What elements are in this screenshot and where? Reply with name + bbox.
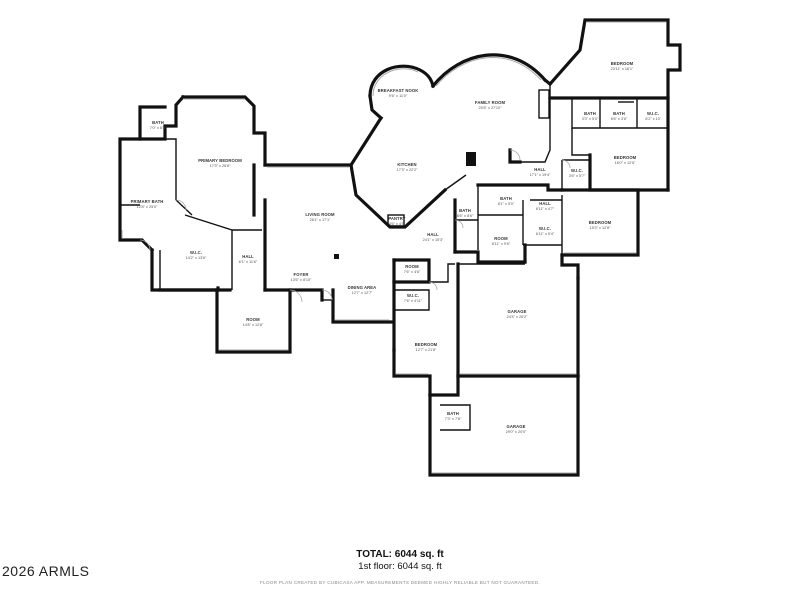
room-name-wic-east: W.I.C.: [571, 168, 583, 173]
room-name-bedroom-se: BEDROOM: [589, 220, 612, 225]
floor-area: 1st floor: 6044 sq. ft: [358, 561, 442, 572]
room-dims-hall-mid: 6'11" x 4'7": [536, 207, 555, 211]
room-name-wic-small: W.I.C.: [407, 293, 419, 298]
room-name-room-small: ROOM: [405, 264, 419, 269]
room-dims-hall-east: 17'1" x 19'4": [530, 173, 551, 177]
room-dims-room-mid: 8'11" x 9'6": [492, 242, 511, 246]
doors: [139, 149, 571, 303]
room-dims-pantry: 4'6" x 4'5": [389, 222, 406, 226]
room-name-wic-primary: W.I.C.: [190, 250, 202, 255]
room-dims-primary-bath: 12'8" x 25'0": [137, 205, 158, 209]
room-name-hall-east: HALL: [534, 167, 546, 172]
room-name-garage-2: GARAGE: [507, 424, 526, 429]
room-dims-hall-center: 24'1" x 15'3": [423, 238, 444, 242]
room-name-garage-1: GARAGE: [508, 309, 527, 314]
room-name-hall-center: HALL: [427, 232, 439, 237]
room-name-wic-ne: W.I.C.: [647, 111, 659, 116]
room-name-hall-mid: HALL: [539, 201, 551, 206]
room-dims-wic-small: 7'6" x 4'11": [404, 299, 423, 303]
room-dims-wic-mid: 6'11" x 5'4": [536, 232, 555, 236]
room-dims-garage-1: 24'4" x 26'2": [507, 315, 528, 319]
room-name-living-room: LIVING ROOM: [305, 212, 335, 217]
room-name-bedroom-ne: BEDROOM: [611, 61, 634, 66]
room-dims-bath-ne-2: 6'6" x 3'6": [611, 117, 628, 121]
disclaimer-text: FLOOR PLAN CREATED BY CUBICASA APP. MEAS…: [260, 580, 540, 585]
room-name-hall-west: HALL: [242, 254, 254, 259]
room-dims-kitchen: 17'3" x 22'2": [397, 168, 418, 172]
walls: [118, 18, 682, 477]
room-dims-wic-primary: 14'2" x 13'6": [186, 256, 207, 260]
room-dims-bedroom-ne: 23'11" x 16'1": [611, 67, 634, 71]
room-dims-dining-area: 12'7" x 12'7": [352, 291, 373, 295]
room-name-bath-ne-2: BATH: [613, 111, 625, 116]
room-dims-bedroom-se: 15'3" x 12'8": [590, 226, 611, 230]
room-name-primary-bedroom: PRIMARY BEDROOM: [198, 158, 242, 163]
room-name-wic-mid: W.I.C.: [539, 226, 551, 231]
room-name-primary-bath: PRIMARY BATH: [131, 199, 164, 204]
room-dims-hall-west: 6'1" x 11'6": [239, 260, 258, 264]
room-name-bath-garage: BATH: [447, 411, 459, 416]
room-name-bedroom-south: BEDROOM: [415, 342, 438, 347]
room-dims-breakfast-nook: 9'6" x 11'0": [389, 94, 408, 98]
room-dims-bedroom-south: 12'7" x 21'8": [416, 348, 437, 352]
room-dims-foyer: 13'6" x 8'10": [291, 278, 312, 282]
room-dims-primary-bedroom: 17'3" x 26'8": [210, 164, 231, 168]
room-name-pantry: PANTRY: [388, 216, 405, 221]
room-name-family-room: FAMILY ROOM: [475, 100, 506, 105]
room-dims-room-small: 7'6" x 4'6": [404, 270, 421, 274]
room-name-bath-mid-2: BATH: [459, 208, 471, 213]
room-dims-living-room: 26'1" x 17'1": [310, 218, 331, 222]
room-dims-bath-mid-1: 8'1" x 5'0": [498, 202, 515, 206]
room-dims-bath-primary-wc: 7'0" x 6'5": [150, 126, 167, 130]
room-dims-family-room: 25'8" x 27'10": [479, 106, 503, 110]
room-name-room-mid: ROOM: [494, 236, 508, 241]
room-name-room-sw: ROOM: [246, 317, 260, 322]
room-dims-bath-garage: 7'3" x 7'8": [445, 417, 462, 421]
room-dims-bath-ne-1: 3'3" x 5'0": [582, 117, 599, 121]
room-name-kitchen: KITCHEN: [397, 162, 416, 167]
room-dims-wic-ne: 6'2" x 10': [645, 117, 661, 121]
room-name-breakfast-nook: BREAKFAST NOOK: [378, 88, 419, 93]
windows: [121, 21, 666, 474]
room-dims-garage-2: 29'0" x 20'0": [506, 430, 527, 434]
room-dims-bath-mid-2: 8'6" x 8'6": [457, 214, 474, 218]
room-name-bedroom-east: BEDROOM: [614, 155, 637, 160]
room-name-foyer: FOYER: [294, 272, 309, 277]
total-area: TOTAL: 6044 sq. ft: [356, 549, 444, 560]
room-name-dining-area: DINING AREA: [348, 285, 377, 290]
room-labels: BREAKFAST NOOK 9'6" x 11'0" FAMILY ROOM …: [131, 61, 661, 434]
room-dims-wic-east: 3'6" x 5'7": [569, 174, 586, 178]
room-dims-bedroom-east: 16'0" x 12'5": [615, 161, 636, 165]
copyright-watermark: 2026 ARMLS: [2, 563, 90, 579]
room-name-bath-mid-1: BATH: [500, 196, 512, 201]
area-summary: TOTAL: 6044 sq. ft 1st floor: 6044 sq. f…: [0, 549, 800, 573]
room-name-bath-ne-1: BATH: [584, 111, 596, 116]
room-dims-room-sw: 14'8" x 12'6": [243, 323, 264, 327]
room-name-bath-primary-wc: BATH: [152, 120, 164, 125]
